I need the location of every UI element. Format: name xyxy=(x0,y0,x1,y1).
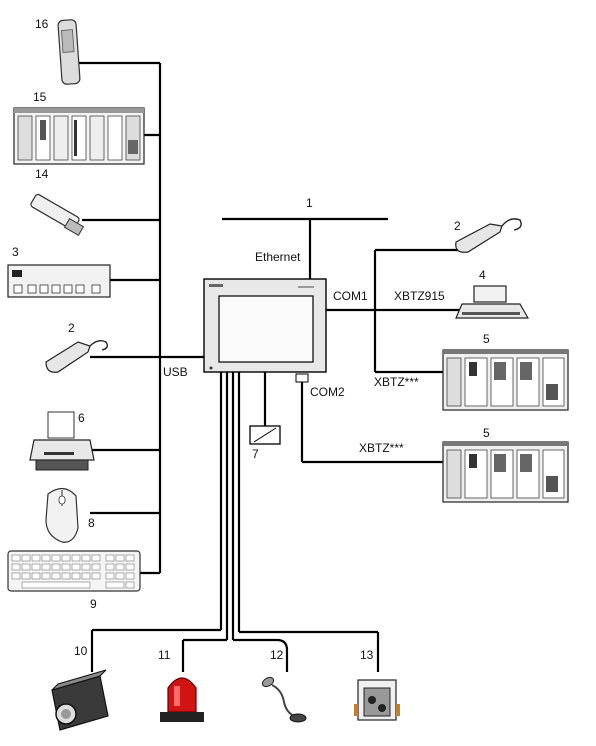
xbtz-label-top: XBTZ*** xyxy=(374,375,419,389)
label-5-bottom: 5 xyxy=(483,426,490,440)
mouse-icon xyxy=(45,487,79,543)
label-9: 9 xyxy=(90,597,97,611)
label-3: 3 xyxy=(12,245,19,259)
hub-icon xyxy=(7,264,111,298)
com1-label: COM1 xyxy=(333,289,368,303)
beacon-light-icon xyxy=(160,677,204,722)
label-7: 7 xyxy=(252,447,259,461)
label-11: 11 xyxy=(158,648,171,662)
label-5-top: 5 xyxy=(483,332,490,346)
wiring xyxy=(75,61,470,672)
usb-label: USB xyxy=(163,365,188,379)
label-15: 15 xyxy=(33,90,47,104)
ethernet-label: Ethernet xyxy=(255,250,301,264)
label-13: 13 xyxy=(360,648,374,662)
xbtz-label-bottom: XBTZ*** xyxy=(359,441,404,455)
printer-icon xyxy=(29,411,95,471)
usb-key-icon xyxy=(30,193,85,237)
label-8: 8 xyxy=(88,516,95,530)
plc-icon xyxy=(442,441,569,503)
com2-label: COM2 xyxy=(310,385,345,399)
labels: 16 15 14 3 2 6 8 9 1 Ethernet COM1 XBTZ9… xyxy=(12,17,490,662)
projector-icon xyxy=(51,669,109,731)
label-16: 16 xyxy=(35,17,49,31)
hmi-terminal xyxy=(203,278,327,383)
label-2-left: 2 xyxy=(68,321,75,335)
module-icon xyxy=(249,425,281,445)
gooseneck-lamp-icon xyxy=(261,676,307,723)
label-6: 6 xyxy=(78,411,85,425)
serial-printer-icon xyxy=(455,285,530,319)
keyboard-icon xyxy=(7,550,141,592)
label-4: 4 xyxy=(479,268,486,282)
label-1: 1 xyxy=(306,196,313,210)
barcode-reader-icon xyxy=(45,339,109,373)
plc-icon xyxy=(442,349,569,411)
barcode-reader-icon xyxy=(455,218,522,253)
handheld-terminal-icon xyxy=(57,19,81,85)
label-10: 10 xyxy=(74,644,88,658)
connector-box-icon xyxy=(354,679,400,721)
label-14: 14 xyxy=(35,167,49,181)
label-2-right: 2 xyxy=(454,219,461,233)
xbtz915-label: XBTZ915 xyxy=(394,289,445,303)
label-12: 12 xyxy=(270,648,284,662)
plc-rack-icon xyxy=(13,107,145,165)
